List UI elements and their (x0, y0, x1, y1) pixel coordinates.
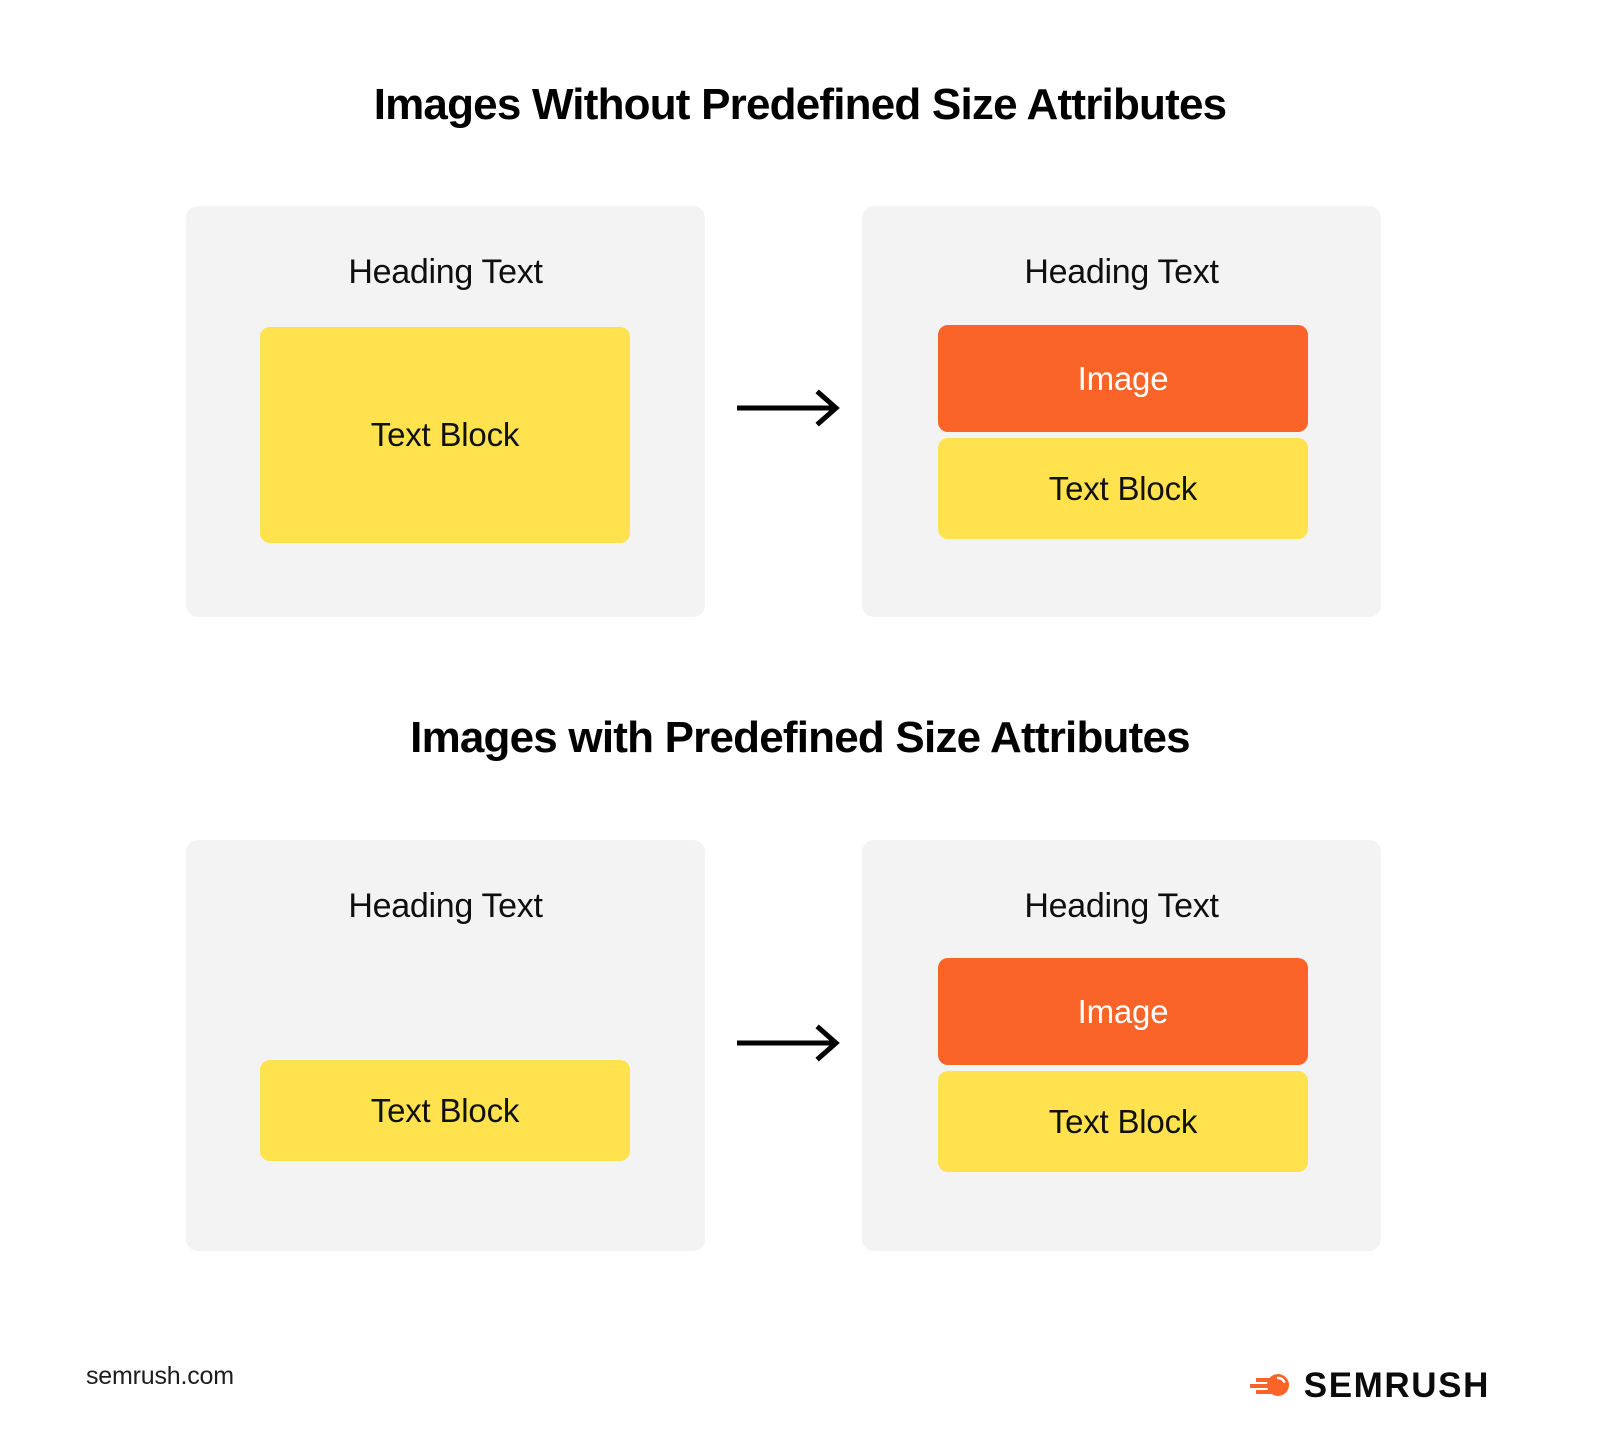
arrow-right-icon (735, 1023, 845, 1068)
panel-heading: Heading Text (1024, 887, 1219, 925)
text-block: Text Block (260, 1060, 630, 1161)
semrush-comet-icon (1248, 1368, 1292, 1405)
panel-without-size-after: Heading Text Image Text Block (862, 206, 1381, 617)
panel-with-size-before: Heading Text Text Block (186, 840, 705, 1251)
section-title-without-size-attributes: Images Without Predefined Size Attribute… (373, 80, 1227, 129)
semrush-logo: SEMRUSH (1248, 1366, 1490, 1406)
footer-source-url: semrush.com (86, 1362, 234, 1390)
image-block: Image (938, 325, 1308, 432)
text-block: Text Block (260, 327, 630, 543)
arrow-right-icon (735, 388, 845, 433)
panel-heading: Heading Text (1024, 253, 1219, 291)
text-block: Text Block (938, 1071, 1308, 1172)
image-block: Image (938, 958, 1308, 1065)
text-block: Text Block (938, 438, 1308, 539)
section-title-with-size-attributes: Images with Predefined Size Attributes (410, 713, 1191, 762)
panel-heading: Heading Text (348, 887, 543, 925)
panel-with-size-after: Heading Text Image Text Block (862, 840, 1381, 1251)
semrush-wordmark: SEMRUSH (1303, 1366, 1490, 1405)
panel-without-size-before: Heading Text Text Block (186, 206, 705, 617)
panel-heading: Heading Text (348, 253, 543, 291)
